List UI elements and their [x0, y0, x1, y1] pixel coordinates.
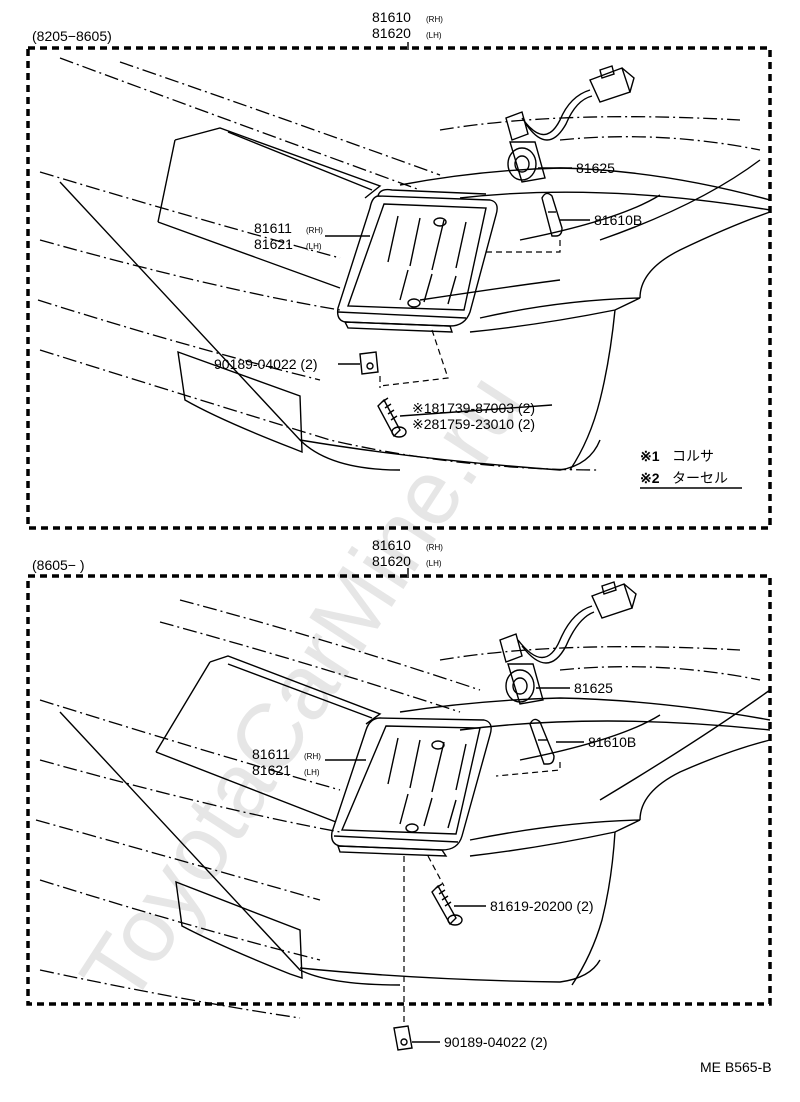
- bottom-clip: [393, 1025, 413, 1051]
- top-screw: [377, 397, 407, 438]
- bottom-lens-rh-mark: (RH): [304, 752, 321, 761]
- bottom-car-body: [35, 599, 771, 1019]
- legend-note1-mark: ※1: [640, 448, 660, 464]
- top-assembly-lh: 81620: [372, 25, 411, 41]
- bottom-assembly-rh: 81610: [372, 537, 411, 553]
- legend-note2-mark: ※2: [640, 470, 660, 486]
- bottom-lens-rh: 81611: [252, 746, 290, 762]
- top-lens-rh: 81611: [254, 220, 292, 236]
- footer-code: ME B565-B: [700, 1059, 772, 1075]
- top-assembly-rh: 81610: [372, 9, 411, 25]
- bottom-leaders: [325, 687, 584, 1043]
- bottom-assembly-rh-mark: (RH): [426, 543, 443, 552]
- top-bulb: [541, 192, 563, 237]
- top-clip-label: 90189-04022 (2): [214, 356, 318, 372]
- top-date-range: (8205−8605): [32, 28, 112, 44]
- bottom-panel: (8605− ) 81610 (RH) 81620 (LH): [26, 537, 772, 1051]
- top-lens-lh: 81621: [254, 236, 293, 252]
- legend-note1-text: コルサ: [672, 448, 714, 464]
- top-bulb-label: 81610B: [594, 212, 642, 228]
- bottom-bulb-label: 81610B: [588, 734, 636, 750]
- top-assembly-lh-mark: (LH): [426, 31, 442, 40]
- bottom-bulb: [529, 718, 555, 765]
- top-socket: [505, 65, 635, 183]
- bottom-panel-frame: [26, 574, 772, 1006]
- top-clip: [359, 351, 379, 375]
- bottom-clip-label: 90189-04022 (2): [444, 1034, 548, 1050]
- top-panel: (8205−8605) 81610 (RH) 81620 (LH): [26, 9, 772, 530]
- bottom-screw: [431, 883, 463, 926]
- top-legend: ※1 コルサ ※2 ターセル: [640, 448, 742, 489]
- top-socket-label: 81625: [576, 160, 615, 176]
- top-lens-lh-mark: (LH): [306, 242, 322, 251]
- top-screw1-label: ※181739-87003 (2): [412, 400, 535, 416]
- top-assembly-rh-mark: (RH): [426, 15, 443, 24]
- bottom-assembly-lh: 81620: [372, 553, 411, 569]
- legend-note2-text: ターセル: [672, 470, 728, 486]
- bottom-lens-lh: 81621: [252, 762, 291, 778]
- top-leaders: [325, 167, 590, 417]
- bottom-socket-label: 81625: [574, 680, 613, 696]
- watermark: ToyotaCarMine.ru: [61, 356, 542, 1020]
- bottom-assembly-lh-mark: (LH): [426, 559, 442, 568]
- top-lamp-lens: [336, 188, 498, 333]
- bottom-date-range: (8605− ): [32, 557, 85, 573]
- bottom-socket: [499, 581, 637, 705]
- bottom-lens-lh-mark: (LH): [304, 768, 320, 777]
- top-screw2-label: ※281759-23010 (2): [412, 416, 535, 432]
- bottom-screw-label: 81619-20200 (2): [490, 898, 594, 914]
- top-car-body: [37, 57, 771, 471]
- top-lens-rh-mark: (RH): [306, 226, 323, 235]
- bottom-lamp-lens: [330, 717, 492, 857]
